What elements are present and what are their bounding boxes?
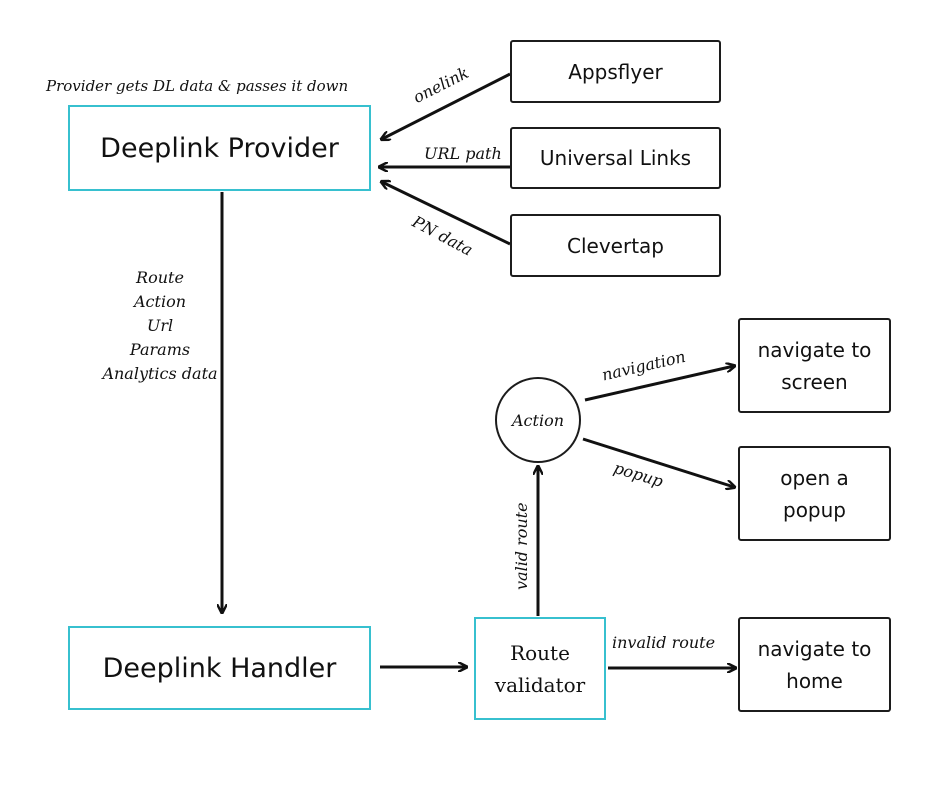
deeplink-provider-label: Deeplink Provider <box>100 132 339 164</box>
open-popup-box: open a popup <box>738 446 891 541</box>
payload-field: Analytics data <box>102 364 218 383</box>
deeplink-handler-label: Deeplink Handler <box>102 652 337 684</box>
route-validator-label-line1: Route <box>510 640 570 665</box>
open-popup-line2: popup <box>783 497 846 522</box>
appsflyer-label: Appsflyer <box>568 59 663 84</box>
navigate-to-home-line1: navigate to <box>757 636 872 661</box>
edge-label-url-path: URL path <box>424 144 502 163</box>
deeplink-handler-box: Deeplink Handler <box>68 626 371 710</box>
provider-note: Provider gets DL data & passes it down <box>46 77 349 95</box>
edge-label-valid-route: valid route <box>512 502 531 590</box>
route-validator-label-line2: validator <box>494 672 586 697</box>
arrow-action-to-open-popup <box>582 437 734 487</box>
payload-fields: Route Action Url Params Analytics data <box>60 266 260 386</box>
payload-field: Url <box>146 316 174 335</box>
payload-field: Params <box>129 340 191 359</box>
appsflyer-box: Appsflyer <box>510 40 721 103</box>
universal-links-box: Universal Links <box>510 127 721 189</box>
route-validator-box: Route validator <box>474 617 606 720</box>
arrow-action-to-navigate-screen <box>584 366 734 402</box>
clevertap-label: Clevertap <box>567 233 664 258</box>
navigate-to-home-line2: home <box>786 668 843 693</box>
arrow-clevertap-to-provider <box>382 182 511 246</box>
payload-field: Action <box>134 292 186 311</box>
action-node: Action <box>495 377 581 463</box>
action-label: Action <box>512 410 564 430</box>
arrow-appsflyer-to-provider <box>382 72 511 139</box>
deeplink-provider-box: Deeplink Provider <box>68 105 371 191</box>
payload-field: Route <box>136 268 184 287</box>
navigate-to-screen-line2: screen <box>781 369 848 394</box>
navigate-to-screen-box: navigate to screen <box>738 318 891 413</box>
navigate-to-screen-line1: navigate to <box>757 337 872 362</box>
navigate-to-home-box: navigate to home <box>738 617 891 712</box>
universal-links-label: Universal Links <box>539 146 692 170</box>
edge-label-invalid-route: invalid route <box>612 633 716 652</box>
clevertap-box: Clevertap <box>510 214 721 277</box>
open-popup-line1: open a <box>780 465 849 490</box>
